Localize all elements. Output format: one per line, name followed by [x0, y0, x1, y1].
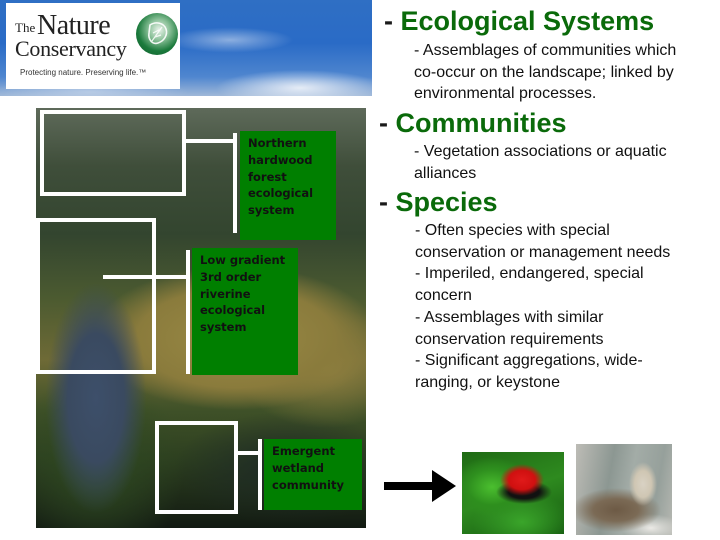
ecological-systems-description: - Assemblages of communities which co-oc… — [414, 42, 677, 103]
wetland-connector-horizontal — [238, 451, 260, 455]
nature-conservancy-logo: The Nature Conservancy Protecting nature… — [6, 3, 180, 89]
wetland-highlight-box — [155, 421, 238, 514]
logo-conservancy-text: Conservancy — [15, 36, 127, 61]
communities-description: - Vegetation associations or aquatic all… — [414, 143, 667, 182]
species-description: - Often species with special conservatio… — [415, 222, 671, 391]
right-arrow-icon — [384, 470, 456, 502]
heading-ecological-systems: - Ecological Systems — [384, 6, 655, 36]
logo-nature-text: Nature — [37, 10, 111, 41]
wetland-connector-vertical — [258, 439, 262, 510]
forest-highlight-box — [40, 110, 186, 196]
heading-communities: - Communities — [379, 108, 567, 138]
logo-tagline: Protecting nature. Preserving life.™ — [20, 68, 147, 77]
wetland-label: Emergent wetland community — [264, 439, 362, 510]
forest-label: Northern hardwood forest ecological syst… — [240, 131, 336, 240]
forest-connector-vertical — [233, 133, 237, 233]
globe-leaf-icon — [136, 13, 178, 55]
river-label: Low gradient 3rd order riverine ecologic… — [192, 248, 298, 375]
scarlet-tanager-image — [462, 452, 564, 534]
heading-species: - Species — [379, 187, 498, 217]
river-connector-horizontal — [103, 275, 189, 279]
forest-connector-horizontal — [186, 139, 236, 143]
river-highlight-box — [36, 218, 156, 374]
river-connector-vertical — [186, 250, 190, 374]
logo-the-text: The — [15, 20, 36, 35]
river-otter-image — [576, 444, 672, 535]
